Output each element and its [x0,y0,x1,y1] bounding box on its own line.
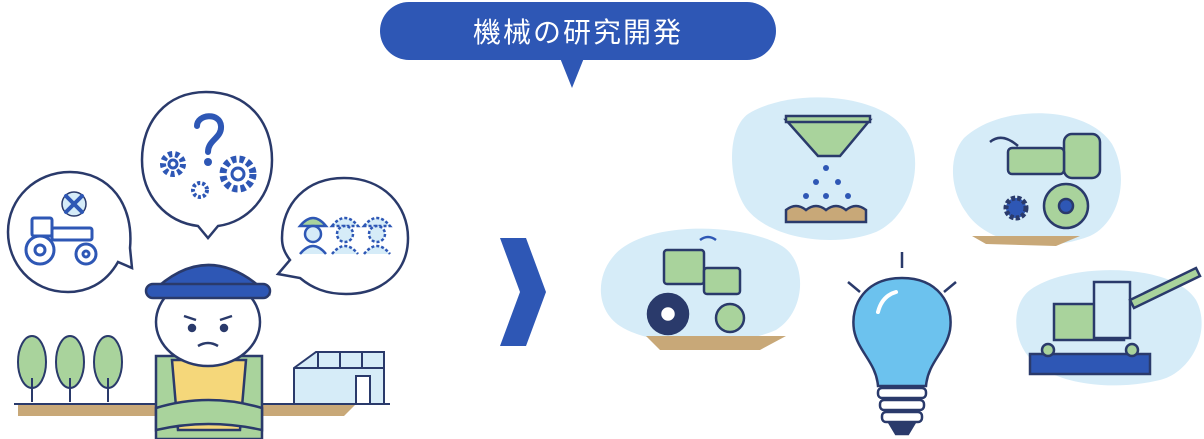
sprayer-card [952,113,1121,246]
question-mark-icon [194,113,224,166]
page-title: 機械の研究開発 [472,16,683,49]
harvester-card [1016,266,1202,386]
sprayer-machine-icon [989,132,1102,230]
bubble-gears-question [140,90,274,240]
lightbulb-icon [847,252,957,436]
bubble-tractor-crossed [6,170,134,294]
workers-icon [297,216,393,255]
tractor-icon [646,235,746,336]
confused-farmer [144,263,272,439]
seeder-hopper-icon [783,114,873,224]
title-bubble: 機械の研究開発 [380,2,776,88]
combine-harvester-icon [1028,266,1202,376]
tractor-card [600,228,801,350]
tractor-crossed-icon [24,216,98,266]
greenhouse-icon [293,351,385,405]
cross-mark-icon [61,191,87,217]
chevron-right-icon [500,238,546,346]
trees-icon [17,335,123,402]
seeder-card [732,97,916,240]
gear-icon [160,151,257,199]
bubble-workers [275,176,410,296]
